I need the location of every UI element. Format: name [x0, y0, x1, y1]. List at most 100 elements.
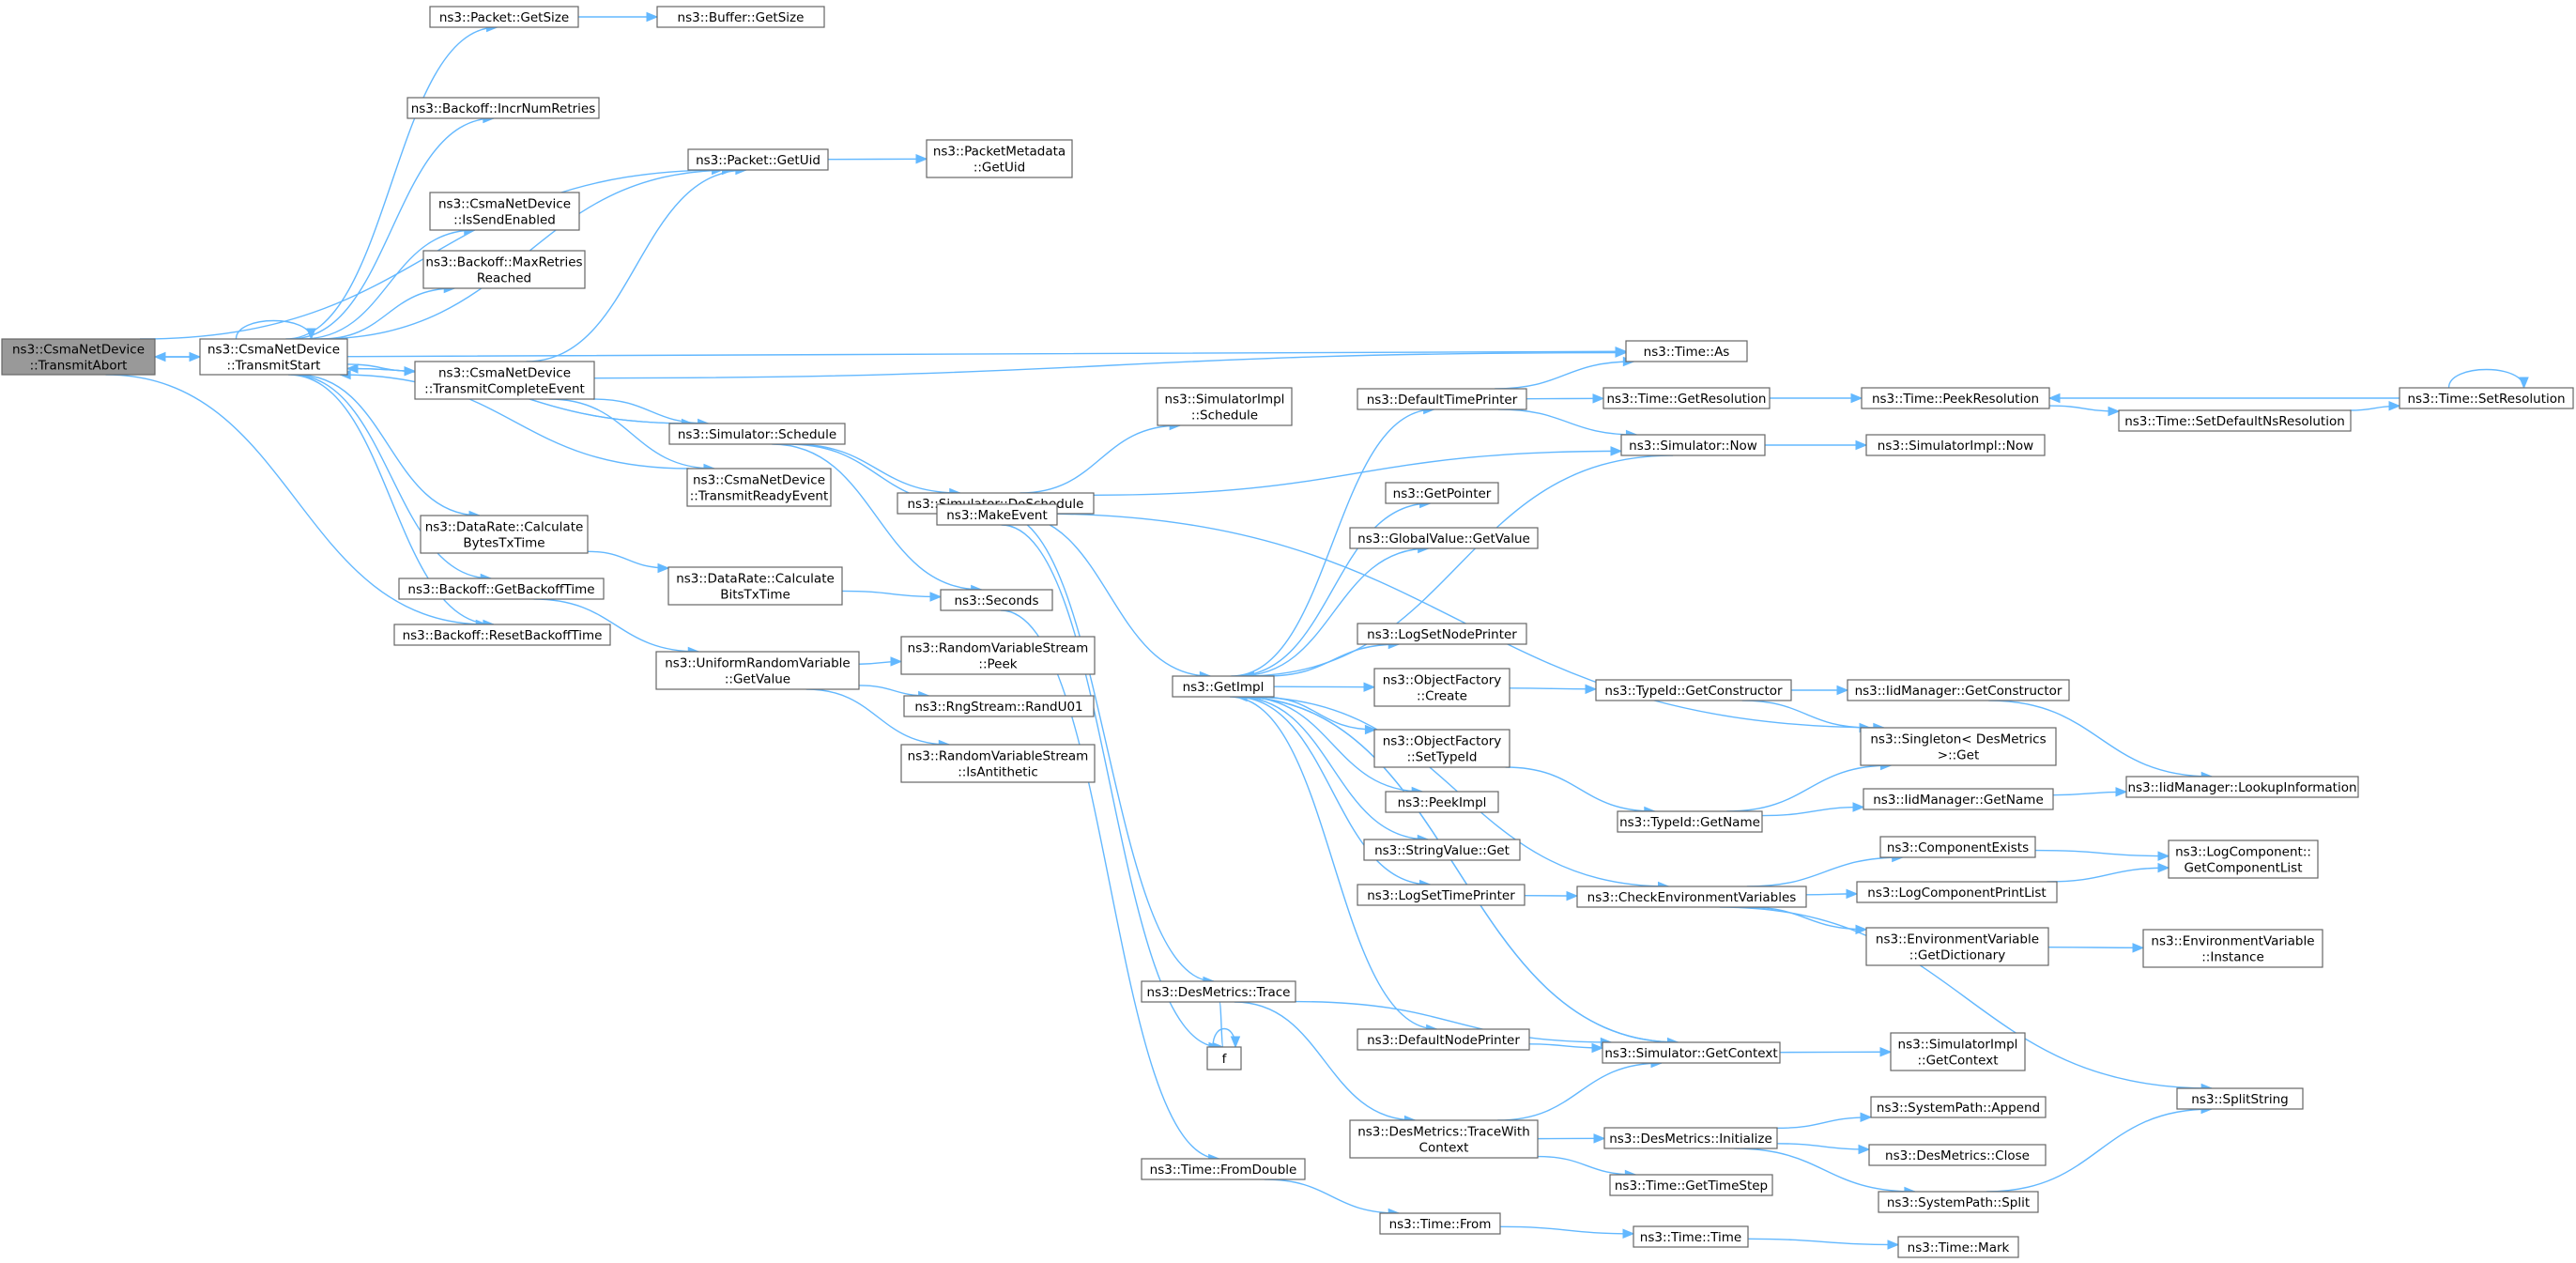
- node-tidgn[interactable]: ns3::TypeId::GetName: [1617, 810, 1763, 833]
- node-dmt[interactable]: ns3::DesMetrics::Trace: [1141, 980, 1296, 1003]
- edge-dmtwc-to-dmi: [1537, 1133, 1606, 1144]
- node-tpr[interactable]: ns3::Time::PeekResolution: [1861, 387, 2050, 409]
- edge-dmi-to-spa: [1776, 1112, 1873, 1130]
- node-ssch[interactable]: ns3::Simulator::Schedule: [668, 423, 846, 445]
- edge-drcbits-to-sec: [841, 590, 943, 602]
- node-box: [1357, 388, 1527, 410]
- node-label: ns3::Time::SetDefaultNsResolution: [2124, 414, 2345, 429]
- node-tidgc[interactable]: ns3::TypeId::GetConstructor: [1595, 679, 1792, 701]
- node-ofst[interactable]: ns3::ObjectFactory::SetTypeId: [1373, 729, 1510, 768]
- node-sdm[interactable]: ns3::Singleton< DesMetrics >::Get: [1860, 727, 2057, 766]
- node-lsnp[interactable]: ns3::LogSetNodePrinter: [1357, 623, 1527, 645]
- node-pmgu[interactable]: ns3::PacketMetadata::GetUid: [926, 139, 1073, 178]
- edge-ts-to-pgs: [285, 22, 498, 340]
- node-label: ns3::ComponentExists: [1887, 840, 2029, 855]
- node-label: ns3::CsmaNetDevice: [207, 343, 340, 358]
- node-tsdnr[interactable]: ns3::Time::SetDefaultNsResolution: [2118, 409, 2352, 432]
- node-tas[interactable]: ns3::Time::As: [1625, 340, 1748, 362]
- node-box: [903, 695, 1095, 717]
- node-rvsa[interactable]: ns3::RandomVariableStream::IsAntithetic: [900, 744, 1096, 783]
- node-ss[interactable]: ns3::SplitString: [2176, 1087, 2304, 1110]
- node-evi[interactable]: ns3::EnvironmentVariable::Instance: [2142, 929, 2323, 968]
- node-tre[interactable]: ns3::CsmaNetDevice::TransmitReadyEvent: [686, 468, 832, 507]
- node-imgn[interactable]: ns3::IidManager::GetName: [1863, 788, 2054, 810]
- edge-line: [1528, 1043, 1603, 1049]
- node-box: [900, 744, 1096, 783]
- edge-arrowhead: [1850, 393, 1863, 404]
- node-svg[interactable]: ns3::StringValue::Get: [1363, 839, 1521, 861]
- node-cev[interactable]: ns3::CheckEnvironmentVariables: [1576, 886, 1807, 908]
- edge-line: [1236, 696, 1679, 1043]
- node-snow[interactable]: ns3::Simulator::Now: [1620, 434, 1766, 456]
- node-sps[interactable]: ns3::SystemPath::Split: [1878, 1191, 2039, 1213]
- node-sec[interactable]: ns3::Seconds: [940, 589, 1053, 611]
- node-tgr[interactable]: ns3::Time::GetResolution: [1602, 387, 1771, 409]
- node-tt[interactable]: ns3::Time::Time: [1633, 1225, 1749, 1248]
- node-lstp[interactable]: ns3::LogSetTimePrinter: [1357, 884, 1526, 906]
- node-simgc[interactable]: ns3::SimulatorImpl::GetContext: [1890, 1032, 2026, 1071]
- node-lcgcl[interactable]: ns3::LogComponent::GetComponentList: [2168, 839, 2319, 879]
- node-imgc[interactable]: ns3::IidManager::GetConstructor: [1847, 679, 2070, 701]
- node-label: ::GetUid: [974, 161, 1025, 176]
- edge-line: [841, 590, 942, 598]
- node-dmc[interactable]: ns3::DesMetrics::Close: [1868, 1144, 2047, 1166]
- node-lcpl[interactable]: ns3::LogComponentPrintList: [1856, 881, 2058, 903]
- node-brbt[interactable]: ns3::Backoff::ResetBackoffTime: [393, 624, 611, 646]
- node-ts[interactable]: ns3::CsmaNetDevice::TransmitStart: [199, 338, 348, 376]
- node-imli[interactable]: ns3::IidManager::LookupInformation: [2125, 776, 2359, 798]
- node-label: ns3::IidManager::GetConstructor: [1855, 684, 2062, 699]
- node-tfd[interactable]: ns3::Time::FromDouble: [1141, 1158, 1306, 1180]
- node-ce[interactable]: ns3::ComponentExists: [1879, 836, 2036, 858]
- node-sgc[interactable]: ns3::Simulator::GetContext: [1602, 1041, 1781, 1064]
- node-box: [1860, 727, 2057, 766]
- node-pi[interactable]: ns3::PeekImpl: [1385, 791, 1499, 813]
- node-box: [668, 423, 846, 445]
- node-label: ::TransmitReadyEvent: [690, 489, 829, 504]
- node-simnow[interactable]: ns3::SimulatorImpl::Now: [1865, 434, 2046, 456]
- node-pgs[interactable]: ns3::Packet::GetSize: [429, 6, 579, 28]
- edge-tpr-to-tsdnr: [2048, 405, 2121, 417]
- node-label: ::Create: [1417, 689, 1467, 704]
- node-bgs[interactable]: ns3::Buffer::GetSize: [656, 6, 825, 28]
- node-gi[interactable]: ns3::GetImpl: [1172, 675, 1275, 698]
- node-rng[interactable]: ns3::RngStream::RandU01: [903, 695, 1095, 717]
- node-gvgv[interactable]: ns3::GlobalValue::GetValue: [1349, 527, 1539, 549]
- node-rvsp[interactable]: ns3::RandomVariableStream::Peek: [900, 636, 1096, 675]
- node-box: [2118, 409, 2352, 432]
- node-box: [1373, 668, 1510, 707]
- node-ise[interactable]: ns3::CsmaNetDevice::IsSendEnabled: [429, 192, 580, 231]
- node-me[interactable]: ns3::MakeEvent: [936, 503, 1058, 526]
- node-bir[interactable]: ns3::Backoff::IncrNumRetries: [406, 97, 600, 119]
- node-root[interactable]: ns3::CsmaNetDevice::TransmitAbort: [1, 338, 156, 376]
- node-tm[interactable]: ns3::Time::Mark: [1897, 1236, 2019, 1258]
- node-tgts[interactable]: ns3::Time::GetTimeStep: [1609, 1174, 1773, 1196]
- node-ofc[interactable]: ns3::ObjectFactory::Create: [1373, 668, 1510, 707]
- edge-line: [1236, 696, 1429, 840]
- edge-sds-to-snow: [1093, 446, 1623, 496]
- edge-urv-to-rvsp: [858, 656, 903, 667]
- node-urv[interactable]: ns3::UniformRandomVariable::GetValue: [655, 651, 860, 690]
- node-tsr[interactable]: ns3::Time::SetResolution: [2399, 387, 2574, 409]
- node-label: ns3::SplitString: [2191, 1092, 2289, 1107]
- node-evgd[interactable]: ns3::EnvironmentVariable::GetDictionary: [1865, 927, 2049, 966]
- edge-sds-to-sims: [1020, 420, 1182, 494]
- node-dmi[interactable]: ns3::DesMetrics::Initialize: [1603, 1127, 1778, 1149]
- node-sims[interactable]: ns3::SimulatorImpl::Schedule: [1157, 387, 1293, 426]
- node-spa[interactable]: ns3::SystemPath::Append: [1870, 1096, 2047, 1118]
- node-dtp[interactable]: ns3::DefaultTimePrinter: [1357, 388, 1527, 410]
- node-f[interactable]: f: [1206, 1046, 1242, 1070]
- node-bgbt[interactable]: ns3::Backoff::GetBackoffTime: [398, 578, 605, 600]
- node-tce[interactable]: ns3::CsmaNetDevice::TransmitCompleteEven…: [414, 361, 595, 400]
- node-label: ns3::CsmaNetDevice: [438, 366, 571, 381]
- edge-line: [1505, 766, 1655, 812]
- node-gp[interactable]: ns3::GetPointer: [1385, 482, 1499, 504]
- node-tf[interactable]: ns3::Time::From: [1379, 1212, 1501, 1235]
- edge-arrowhead: [646, 11, 659, 23]
- node-dnp[interactable]: ns3::DefaultNodePrinter: [1357, 1028, 1530, 1051]
- node-pgu[interactable]: ns3::Packet::GetUid: [687, 148, 829, 171]
- edge-dtp-to-tgr: [1526, 393, 1605, 404]
